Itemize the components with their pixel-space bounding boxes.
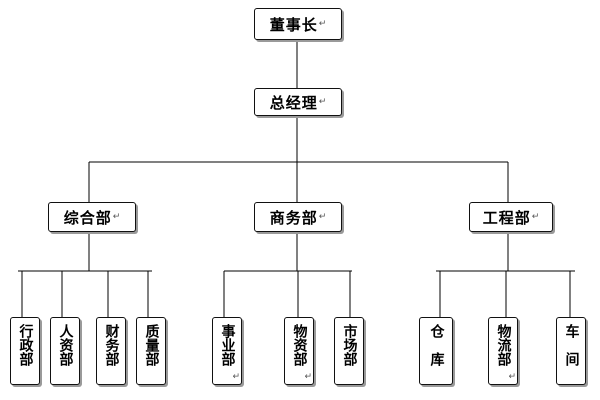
unit-label: 行政部 [17,324,34,366]
unit-label: 事业部 [219,324,236,366]
paragraph-mark-icon: ↵ [531,212,540,222]
unit-box-finance: 财务部 [96,317,126,385]
division-box-engineering: 工程部↵ [469,202,553,232]
division-label: 综合部 [63,208,112,227]
paragraph-mark-icon: ↵ [318,19,327,29]
unit-label: 财务部 [103,324,120,366]
general-manager-box: 总经理↵ [254,88,342,116]
unit-box-marketing: 市场部 [334,317,364,385]
paragraph-mark-icon: ↵ [318,97,327,107]
paragraph-mark-icon: ↵ [304,372,312,382]
general-manager-label: 总经理 [269,93,318,112]
chairman-box: 董事长↵ [254,8,342,40]
paragraph-mark-icon: ↵ [112,212,121,222]
division-box-business: 商务部↵ [254,202,342,232]
division-label: 商务部 [269,208,318,227]
paragraph-mark-icon: ↵ [318,212,327,222]
unit-label: 质量部 [143,324,160,366]
unit-box-administration: 行政部 [10,317,40,385]
unit-label: 市场部 [341,324,358,366]
chairman-label: 董事长 [269,15,318,34]
unit-label: 仓库 [428,324,445,380]
division-box-general-affairs: 综合部↵ [48,202,136,232]
unit-box-materials: 物资部 ↵ [284,317,314,385]
division-label: 工程部 [482,208,531,227]
unit-box-operations: 事业部 ↵ [212,317,242,385]
unit-label: 车间 [563,324,580,380]
unit-box-logistics: 物流部 ↵ [488,317,518,385]
unit-label: 物流部 [495,324,512,366]
unit-label: 物资部 [291,324,308,366]
unit-box-human-resources: 人资部 [50,317,80,385]
unit-box-quality: 质量部 [136,317,166,385]
paragraph-mark-icon: ↵ [508,372,516,382]
unit-label: 人资部 [57,324,74,366]
unit-box-warehouse: 仓库 [419,317,453,385]
unit-box-workshop: 车间 [556,317,586,385]
paragraph-mark-icon: ↵ [232,372,240,382]
